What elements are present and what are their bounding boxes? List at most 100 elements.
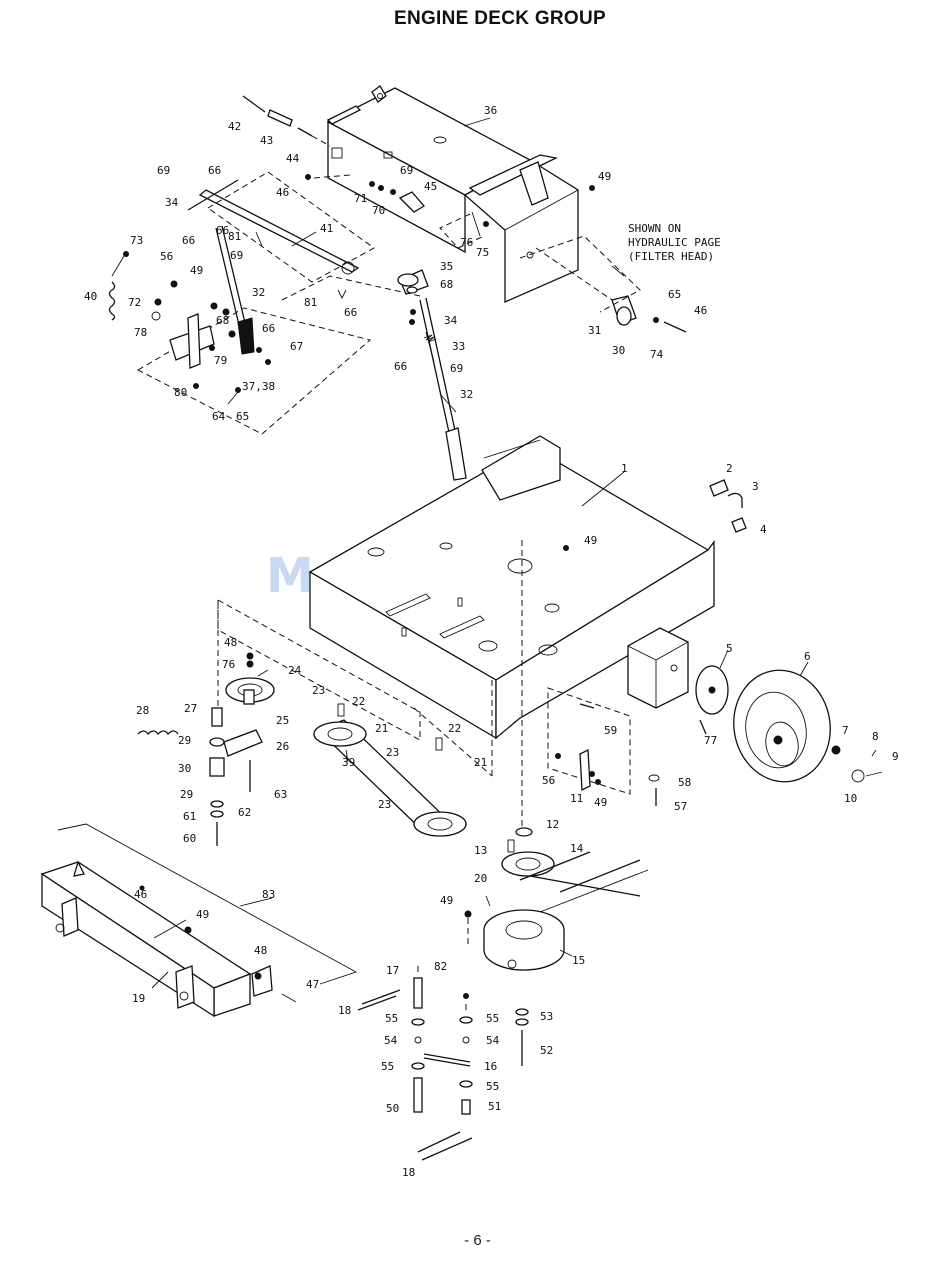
callout-label: 72 [128,296,141,309]
callout-label: 73 [130,234,143,247]
callout-label: 11 [570,792,583,805]
callout-label: 14 [570,842,584,855]
callout-label: 46 [134,888,147,901]
tow-bracket [40,823,358,1018]
callout-label: 23 [378,798,391,811]
callout-label: 66 [394,360,407,373]
callout-label: 22 [352,695,365,708]
callout-label: 71 [354,192,367,205]
callout-label: 39 [342,756,355,769]
callout-label: 70 [372,204,385,217]
callout-label: 46 [276,186,289,199]
callout-label: 55 [385,1012,398,1025]
callout-label: 37,38 [242,380,275,393]
deck-belt [313,703,467,837]
callout-label: 54 [486,1034,500,1047]
callout-label: 18 [402,1166,415,1179]
callout-label: 49 [440,894,453,907]
callout-label: 64 [212,410,226,423]
center-top-hardware [255,211,489,300]
callout-label: 30 [178,762,191,775]
callout-label: 49 [584,534,597,547]
callout-label: 82 [434,960,447,973]
callout-label: 49 [598,170,611,183]
callout-label: 81 [228,230,241,243]
callout-label: 48 [224,636,237,649]
callout-label: 66 [208,164,221,177]
callout-label: 32 [460,388,473,401]
callout-label: 12 [546,818,559,831]
callout-label: 80 [174,386,187,399]
callout-label: 68 [216,314,229,327]
page-title: ENGINE DECK GROUP [393,8,606,29]
callout-label: 26 [276,740,289,753]
callout-label: 1 [621,462,628,475]
callout-label: 46 [694,304,707,317]
callout-label: 66 [262,322,275,335]
callout-label: 69 [450,362,463,375]
callout-label: 10 [844,792,857,805]
callout-label: 4 [760,523,767,536]
callout-label: 43 [260,134,273,147]
callout-label: 2 [726,462,733,475]
callout-label: 13 [474,844,487,857]
callout-label: 36 [484,104,497,117]
callout-label: 76 [222,658,235,671]
callout-label: 28 [136,704,149,717]
callout-label: 69 [230,249,243,262]
callout-label: 55 [381,1060,394,1073]
callout-label: 34 [165,196,179,209]
svg-text:HYDRAULIC PAGE: HYDRAULIC PAGE [628,236,721,249]
callout-label: 65 [236,410,249,423]
callout-label: 6 [804,650,811,663]
callout-label: 21 [474,756,487,769]
callout-label: 81 [304,296,317,309]
callout-label: 57 [674,800,687,813]
callout-label: 19 [132,992,145,1005]
callout-label: 49 [190,264,203,277]
callout-label: 65 [668,288,681,301]
callout-label: 50 [386,1102,399,1115]
callout-label: 44 [286,152,300,165]
callout-label: 75 [476,246,489,259]
callout-label: 56 [160,250,173,263]
callout-label: 23 [312,684,325,697]
engine-deck [308,435,715,830]
callout-label: 49 [196,908,209,921]
callout-label: 30 [612,344,625,357]
callout-label: 21 [375,722,388,735]
callout-label: 42 [228,120,241,133]
bottom-hardware [357,966,529,1161]
callout-label: 69 [157,164,170,177]
callout-label: 3 [752,480,759,493]
callout-label: 8 [872,730,879,743]
callout-label: 83 [262,888,275,901]
left-pulley-stack [137,599,493,846]
callout-label: 55 [486,1012,499,1025]
wheel-assembly [695,665,883,783]
callout-label: 66 [344,306,357,319]
svg-text:(FILTER HEAD): (FILTER HEAD) [628,250,714,263]
callout-label: 15 [572,954,585,967]
callout-label: 54 [384,1034,398,1047]
callout-label: 77 [704,734,717,747]
callout-label: 41 [320,222,333,235]
callout-label: 32 [252,286,265,299]
callout-label: 78 [134,326,147,339]
callout-label: 53 [540,1010,553,1023]
callout-label: 7 [842,724,849,737]
callout-label: 17 [386,964,399,977]
callout-label: 25 [276,714,289,727]
callout-label: 31 [588,324,601,337]
callout-label: 35 [440,260,453,273]
callout-label: 69 [400,164,413,177]
bracket-11 [547,687,660,806]
callout-label: 61 [183,810,196,823]
callout-label: 51 [488,1100,501,1113]
callout-label: 40 [84,290,97,303]
callout-label: 33 [452,340,465,353]
callout-label: 23 [386,746,399,759]
callout-label: 49 [594,796,607,809]
